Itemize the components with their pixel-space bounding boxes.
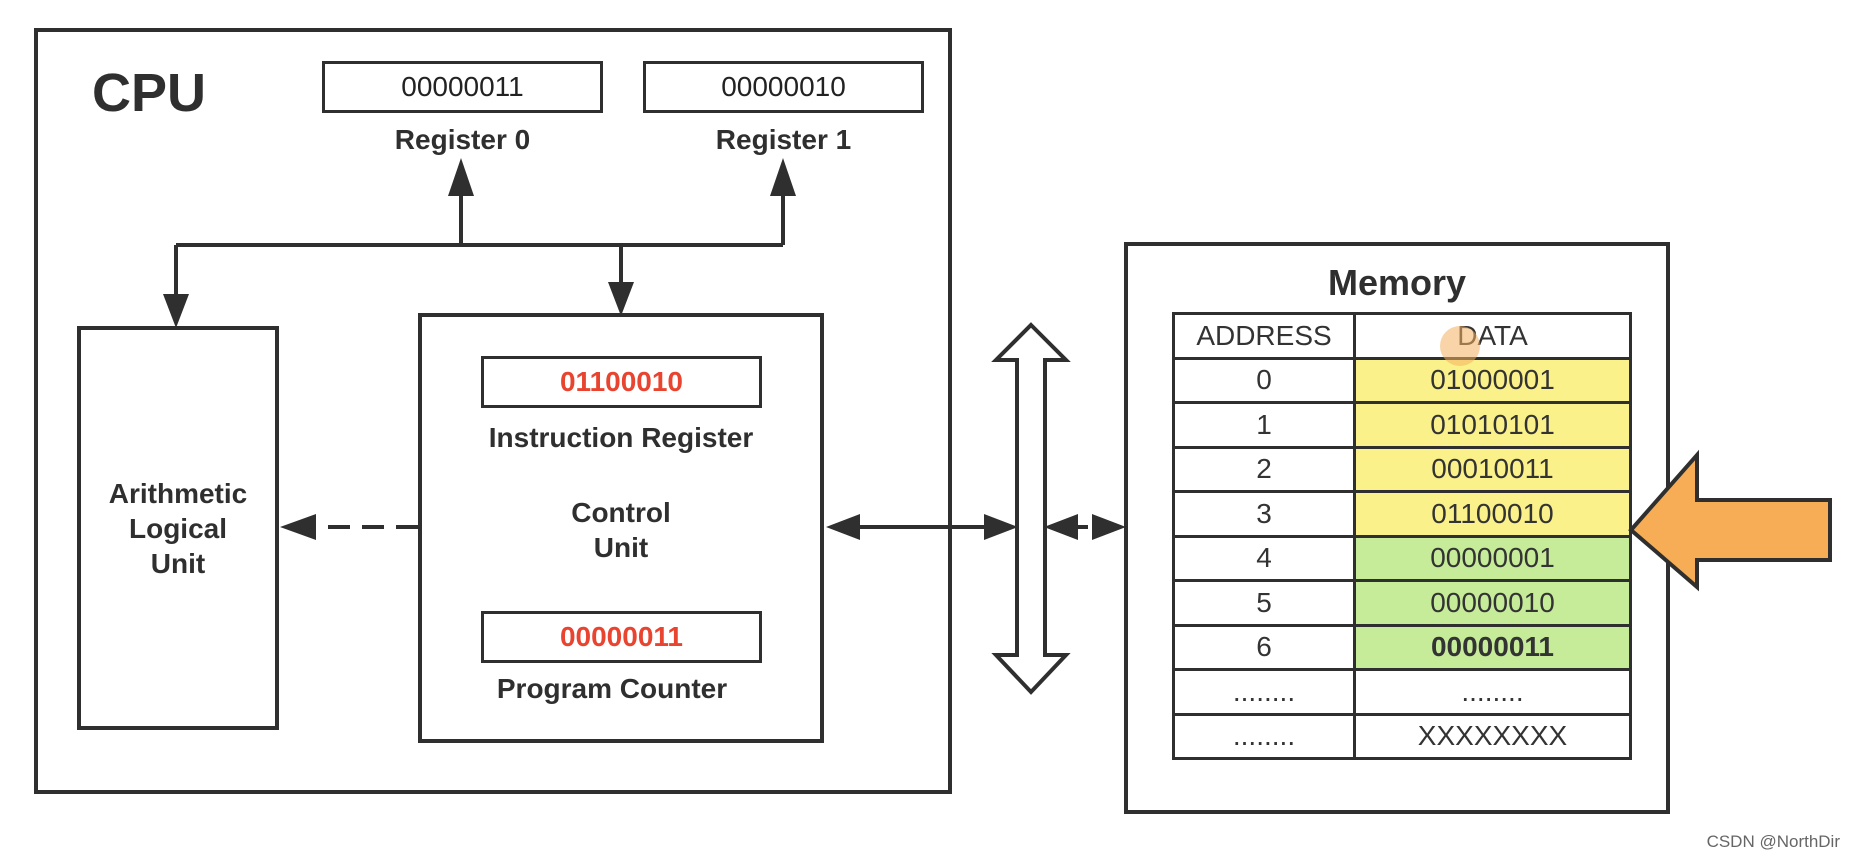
cpu-title: CPU (92, 63, 207, 123)
alu-label-line-1: Arithmetic (108, 478, 248, 509)
memory-address-cell: 6 (1172, 623, 1356, 671)
control-unit-label-line-1: Control (571, 497, 671, 528)
cursor-highlight (1440, 326, 1480, 366)
memory-data-cell: 00000011 (1353, 623, 1632, 671)
data-bus-arrow (991, 322, 1071, 695)
arrow-alu (163, 294, 189, 328)
control-unit-label: Control Unit (521, 495, 721, 565)
memory-address-cell: 2 (1172, 445, 1356, 493)
alu-label-line-2: Logical (128, 513, 227, 544)
arrow-bus-left (1044, 514, 1078, 540)
instruction-register-value: 01100010 (481, 356, 762, 408)
memory-data-cell: ........ (1353, 668, 1632, 716)
memory-address-cell: ........ (1172, 712, 1356, 760)
program-counter-value: 00000011 (481, 611, 762, 663)
instruction-register-label: Instruction Register (488, 422, 754, 453)
memory-address-cell: ........ (1172, 668, 1356, 716)
memory-data-cell: 01100010 (1353, 490, 1632, 538)
memory-address-cell: 4 (1172, 534, 1356, 582)
register-0-label: Register 0 (394, 124, 531, 155)
register-0-value: 00000011 (322, 61, 603, 113)
memory-row: ................ (1172, 668, 1632, 716)
arrow-register-0 (448, 158, 474, 196)
memory-row: ........XXXXXXXX (1172, 712, 1632, 760)
pointer-arrow (1628, 449, 1832, 592)
memory-data-cell: 01010101 (1353, 401, 1632, 449)
memory-data-cell: 00000001 (1353, 534, 1632, 582)
alu-box (77, 326, 279, 730)
arrow-to-control-unit (826, 514, 860, 540)
arrow-register-1 (770, 158, 796, 196)
control-unit-label-line-2: Unit (593, 532, 649, 563)
memory-address-cell: 5 (1172, 579, 1356, 627)
alu-label: Arithmetic Logical Unit (77, 476, 279, 581)
address-column-header: ADDRESS (1172, 312, 1356, 360)
memory-data-cell: XXXXXXXX (1353, 712, 1632, 760)
register-1-label: Register 1 (715, 124, 852, 155)
memory-title: Memory (1327, 262, 1467, 303)
memory-table-header: ADDRESS DATA (1172, 312, 1632, 360)
register-1-value: 00000010 (643, 61, 924, 113)
watermark: CSDN @NorthDir (1706, 832, 1840, 851)
memory-data-cell: 00000010 (1353, 579, 1632, 627)
arrow-control-unit (608, 282, 634, 316)
program-counter-label: Program Counter (496, 673, 728, 704)
memory-data-cell: 00010011 (1353, 445, 1632, 493)
memory-address-cell: 1 (1172, 401, 1356, 449)
alu-label-line-3: Unit (150, 548, 206, 579)
arrow-to-data-bus (984, 514, 1018, 540)
arrow-memory-right (1092, 514, 1126, 540)
memory-address-cell: 0 (1172, 356, 1356, 404)
memory-data-cell: 01000001 (1353, 356, 1632, 404)
memory-address-cell: 3 (1172, 490, 1356, 538)
arrow-to-alu (280, 514, 316, 540)
